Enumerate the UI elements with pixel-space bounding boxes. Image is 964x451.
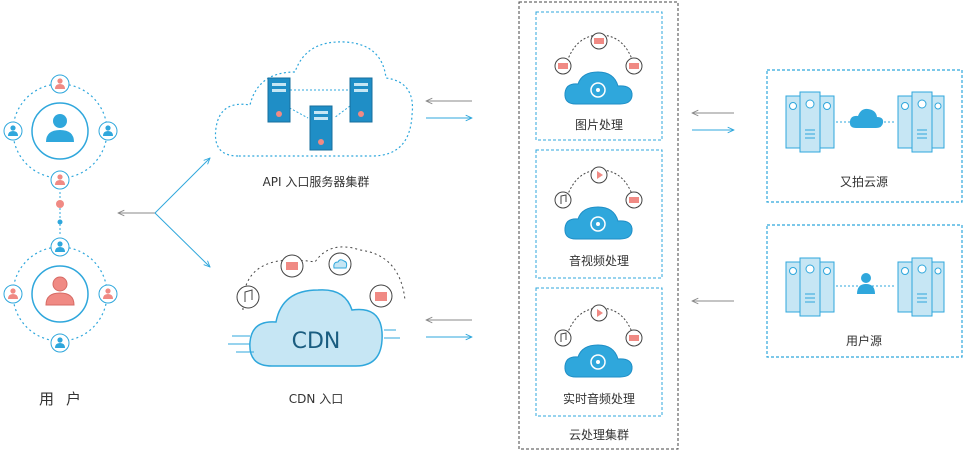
- person-icon: [50, 333, 70, 353]
- server-rack-icon: [897, 257, 945, 317]
- user-group-bottom: [3, 237, 118, 353]
- image-icon: [554, 57, 572, 75]
- api-server-cloud: [214, 41, 414, 157]
- play-icon: [590, 166, 608, 184]
- music-note-icon: [236, 285, 260, 309]
- arrows-origin-top: [692, 113, 734, 130]
- gear-icon: [590, 216, 606, 232]
- upyun-origin-label: 又拍云源: [839, 175, 889, 189]
- cdn-entry-label: CDN 入口: [288, 392, 344, 406]
- gear-icon: [590, 354, 606, 370]
- play-icon: [590, 304, 608, 322]
- server-rack-icon: [785, 257, 835, 317]
- person-icon: [45, 276, 75, 306]
- users-label: 用户: [38, 390, 94, 408]
- image-processing-panel: [535, 11, 663, 141]
- music-note-icon: [554, 191, 572, 209]
- image-icon: [280, 254, 304, 278]
- server-rack-icon: [309, 105, 333, 151]
- person-icon: [50, 170, 70, 190]
- av-processing-panel: [535, 149, 663, 279]
- person-icon: [857, 273, 875, 294]
- api-cluster-label: API 入口服务器集群: [262, 175, 370, 189]
- realtime-processing-panel: [535, 287, 663, 417]
- arrows-api-cluster: [426, 101, 472, 118]
- realtime-processing-label: 实时音频处理: [562, 392, 636, 406]
- cloud-icon: [849, 108, 884, 128]
- person-icon: [3, 284, 23, 304]
- user-origin-label: 用户源: [845, 334, 883, 348]
- fork-arrows: [118, 158, 210, 267]
- cdn-cloud-text: CDN: [292, 329, 341, 354]
- person-icon: [50, 74, 70, 94]
- user-group-top: [3, 74, 118, 190]
- upyun-origin-panel: [766, 69, 963, 203]
- arrows-cdn-cluster: [426, 320, 472, 337]
- image-icon: [625, 329, 643, 347]
- folder-icon: [369, 284, 393, 308]
- server-rack-icon: [349, 77, 373, 123]
- cdn-cloud: [228, 246, 406, 367]
- user-link: [56, 192, 64, 236]
- person-icon: [50, 237, 70, 257]
- cloud-cluster-box: [518, 1, 679, 450]
- image-icon: [590, 32, 608, 50]
- image-icon: [625, 191, 643, 209]
- gear-icon: [590, 82, 606, 98]
- image-processing-label: 图片处理: [574, 118, 624, 132]
- server-rack-icon: [267, 77, 291, 123]
- server-rack-icon: [785, 91, 835, 153]
- user-origin-panel: [766, 224, 963, 358]
- image-icon: [625, 57, 643, 75]
- person-icon: [46, 114, 74, 142]
- av-processing-label: 音视频处理: [568, 254, 630, 268]
- person-icon: [3, 121, 23, 141]
- person-icon: [98, 284, 118, 304]
- cloud-icon: [328, 252, 352, 276]
- server-rack-icon: [897, 91, 945, 153]
- cloud-cluster-label: 云处理集群: [568, 428, 630, 442]
- music-note-icon: [554, 329, 572, 347]
- person-icon: [98, 121, 118, 141]
